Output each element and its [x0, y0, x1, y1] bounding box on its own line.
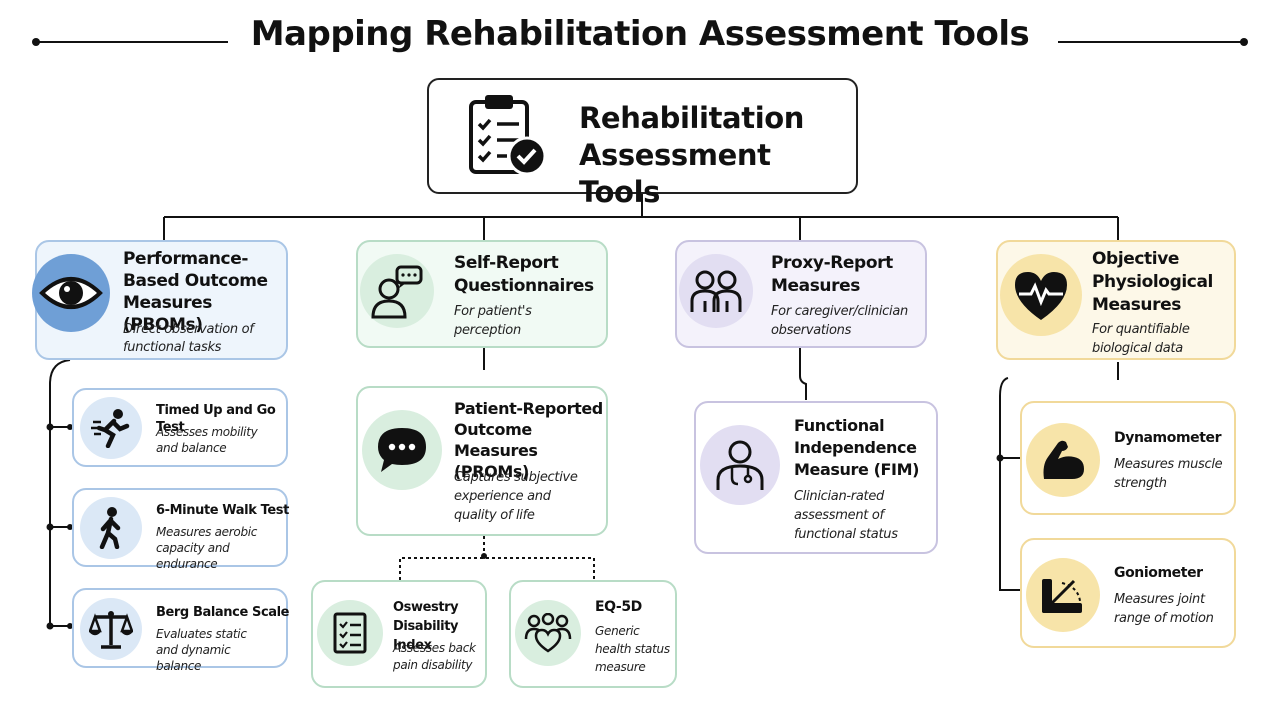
fim-title: Functional Independence Measure (FIM)	[794, 416, 920, 479]
item-title: 6-Minute Walk Test	[156, 503, 289, 518]
group-heart-icon	[515, 600, 581, 666]
item-desc: Evaluates static and dynamic balance	[156, 627, 247, 673]
item-title: EQ-5D	[595, 599, 642, 615]
pbom-item-berg-balance: Berg Balance Scale Evaluates static and …	[72, 588, 290, 673]
walking-person-icon	[80, 497, 142, 559]
category-desc: For quantifiable biological data	[1092, 322, 1190, 356]
category-title: Proxy-Report Measures	[771, 253, 893, 296]
objective-item-dynamometer: Dynamometer Measures muscle strength	[1020, 401, 1236, 515]
two-people-icon	[679, 254, 753, 328]
scales-icon	[80, 598, 142, 660]
category-title: Objective Physiological Measures	[1092, 249, 1213, 315]
checklist-icon	[317, 600, 383, 666]
root-node: Rehabilitation Assessment Tools	[427, 78, 858, 209]
item-desc: Measures muscle strength	[1114, 457, 1223, 491]
item-title: Goniometer	[1114, 565, 1203, 581]
proms-desc: Captures subjective experience and quali…	[454, 470, 578, 523]
chat-bubble-icon	[362, 410, 442, 490]
running-person-icon	[80, 397, 142, 459]
goniometer-icon	[1026, 558, 1100, 632]
doctor-icon	[700, 425, 780, 505]
category-desc: For patient's perception	[454, 304, 532, 338]
item-desc: Generic health status measure	[595, 624, 670, 674]
proms-node: Patient-Reported Outcome Measures (PROMs…	[356, 386, 608, 536]
category-desc: For caregiver/clinician observations	[771, 304, 908, 338]
objective-item-goniometer: Goniometer Measures joint range of motio…	[1020, 538, 1236, 648]
category-self-report: Self-Report Questionnaires For patient's…	[356, 240, 608, 348]
prom-item-oswestry: Oswestry Disability Index Assesses back …	[311, 580, 487, 688]
prom-item-eq5d: EQ-5D Generic health status measure	[509, 580, 677, 688]
item-desc: Assesses back pain disability	[393, 641, 476, 672]
item-title: Oswestry Disability Index	[393, 600, 459, 653]
flexed-arm-icon	[1026, 423, 1100, 497]
item-title: Berg Balance Scale	[156, 605, 290, 620]
category-title: Self-Report Questionnaires	[454, 253, 594, 296]
root-title: Rehabilitation Assessment Tools	[579, 101, 804, 209]
item-desc: Measures joint range of motion	[1114, 592, 1214, 626]
category-objective: Objective Physiological Measures For qua…	[996, 240, 1236, 360]
item-desc: Assesses mobility and balance	[156, 425, 258, 455]
category-desc: Direct observation of functional tasks	[123, 322, 254, 355]
person-speech-icon	[360, 254, 434, 328]
pbom-item-6-minute-walk: 6-Minute Walk Test Measures aerobic capa…	[72, 488, 289, 571]
fim-node: Functional Independence Measure (FIM) Cl…	[694, 401, 938, 554]
category-proxy: Proxy-Report Measures For caregiver/clin…	[675, 240, 927, 348]
pbom-item-timed-up-and-go: Timed Up and Go Test Assesses mobility a…	[72, 388, 288, 467]
fim-desc: Clinician-rated assessment of functional…	[794, 489, 898, 542]
proms-title: Patient-Reported Outcome Measures (PROMs…	[454, 399, 603, 481]
item-title: Timed Up and Go Test	[156, 403, 276, 435]
item-title: Dynamometer	[1114, 430, 1222, 446]
page-title: Mapping Rehabilitation Assessment Tools	[250, 14, 1030, 54]
item-desc: Measures aerobic capacity and endurance	[156, 525, 258, 571]
clipboard-check-icon	[465, 92, 553, 180]
heart-pulse-icon	[1000, 254, 1082, 336]
category-title: Performance-Based Outcome Measures (PBOM…	[123, 249, 268, 335]
eye-icon	[32, 254, 110, 332]
